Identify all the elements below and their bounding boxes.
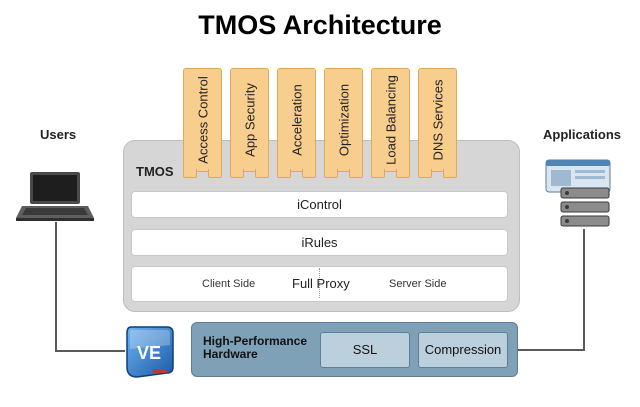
apps-connector-vertical (583, 229, 585, 351)
icontrol-layer: iControl (131, 191, 508, 218)
module-label: Access Control (195, 76, 210, 164)
module-card-optimization: Optimization (324, 68, 363, 178)
module-label: DNS Services (430, 79, 445, 161)
tmos-label: TMOS (136, 164, 174, 179)
diagram-title: TMOS Architecture (198, 10, 442, 40)
users-connector-horizontal (55, 350, 125, 352)
applications-label: Applications (543, 127, 622, 142)
module-label: Optimization (336, 83, 351, 157)
compression-box: Compression (418, 332, 508, 368)
proxy-divider (319, 268, 320, 298)
hardware-label: High-Performance Hardware (203, 335, 307, 361)
module-label: Load Balancing (383, 75, 398, 165)
users-connector-vertical (55, 222, 57, 352)
hardware-label-line1: High-Performance (203, 334, 308, 348)
module-card-load-balancing: Load Balancing (371, 68, 410, 178)
ve-badge-icon: VE (126, 326, 174, 378)
users-label: Users (40, 127, 77, 142)
module-card-access-control: Access Control (183, 68, 222, 178)
irules-layer: iRules (131, 229, 508, 256)
full-proxy-label: Full Proxy (292, 276, 350, 291)
module-label: Acceleration (289, 84, 304, 156)
server-side-label: Server Side (389, 278, 447, 290)
client-side-label: Client Side (202, 278, 256, 290)
apps-connector-horizontal (518, 349, 585, 351)
ve-badge-text: VE (137, 343, 161, 363)
module-label: App Security (242, 83, 257, 157)
ssl-box: SSL (320, 332, 410, 368)
server-stack-icon (545, 159, 611, 227)
laptop-icon (16, 172, 94, 221)
module-card-dns-services: DNS Services (418, 68, 457, 178)
module-card-acceleration: Acceleration (277, 68, 316, 178)
hardware-label-line2: Hardware (203, 347, 258, 361)
module-card-app-security: App Security (230, 68, 269, 178)
